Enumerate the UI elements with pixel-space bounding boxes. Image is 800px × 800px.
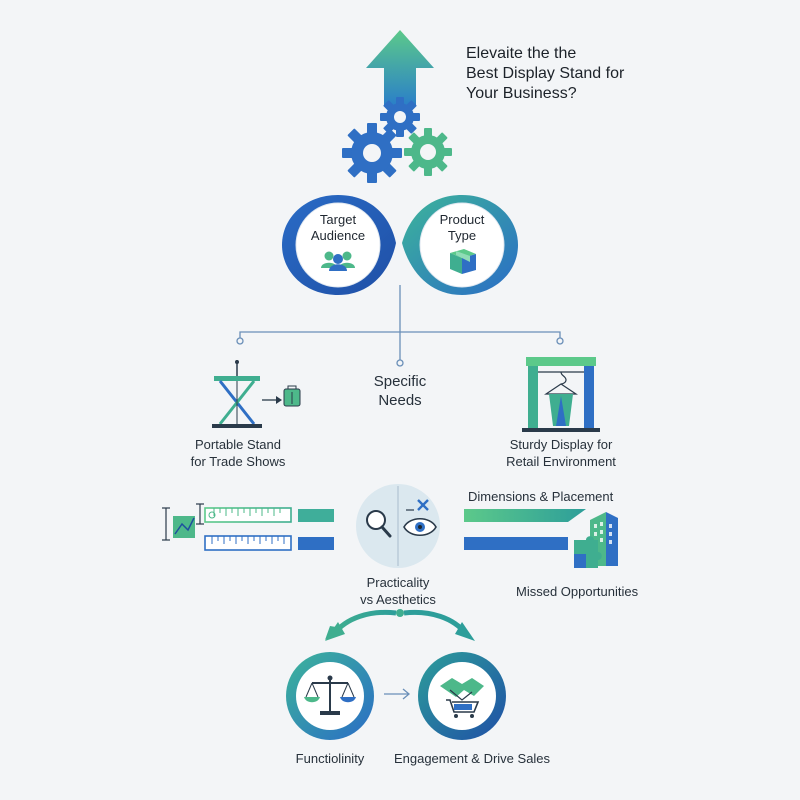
functionality-label: Functiolinity [295,751,365,766]
engagement-label: Engagement & Drive Sales [393,751,551,766]
ruler-green [204,507,292,523]
gears-icon [342,97,452,183]
practicality-line-2: vs Aesthetics [360,592,436,607]
target-audience-label: Target Audience [298,212,378,244]
magnifier-icon [366,510,392,538]
right-arrow-icon [384,688,411,700]
folding-stand-icon [212,360,301,428]
product-type-line-1: Product [439,212,485,227]
portable-stand-label: Portable Stand for Trade Shows [168,436,308,470]
specific-needs-label: Specific Needs [350,372,450,410]
portable-stand-line-2: for Trade Shows [190,454,286,469]
specific-needs-line-1: Specific [373,373,427,390]
people-icon [321,251,355,271]
title-line-1: Elevaite the the [466,45,577,62]
connector-lines [239,285,561,360]
balance-scale-icon [304,675,356,715]
practicality-aesthetics-node [356,484,440,568]
retail-display-line-2: Retail Environment [506,454,616,469]
eye-icon [403,499,437,537]
title-line-3: Your Business? [466,85,577,102]
missed-opportunities-label: Missed Opportunities [516,584,639,599]
page-title: Elevaite the the Best Display Stand for … [466,44,706,104]
retail-display-line-1: Sturdy Display for [509,437,613,452]
title-line-2: Best Display Stand for [466,65,625,82]
target-audience-line-2: Audience [310,228,366,243]
dimensions-placement-label: Dimensions & Placement [468,489,614,504]
clothing-rack-icon [522,357,600,432]
ruler-blue [204,535,292,551]
target-audience-line-1: Target [319,212,357,227]
product-type-label: Product Type [422,212,502,244]
practicality-aesthetics-label: Practicality vs Aesthetics [340,574,456,608]
specific-needs-line-2: Needs [378,392,422,409]
bar-blue-left [298,537,334,550]
building-puzzle-icon [574,512,618,568]
handshake-cart-icon [440,678,484,718]
target-audience-node [282,195,396,295]
retail-display-label: Sturdy Display for Retail Environment [486,436,636,470]
bar-teal-left [298,509,334,522]
bar-blue-right [464,537,568,550]
product-type-node [402,195,518,295]
bar-green-right [464,509,586,522]
engagement-node [418,652,506,740]
ruler-measure-icon [162,503,204,541]
split-arrows [325,609,475,641]
up-arrow-icon [366,30,434,106]
portable-stand-line-1: Portable Stand [194,437,281,452]
product-type-line-2: Type [447,228,477,243]
practicality-line-1: Practicality [366,575,430,590]
box-icon [450,249,476,274]
